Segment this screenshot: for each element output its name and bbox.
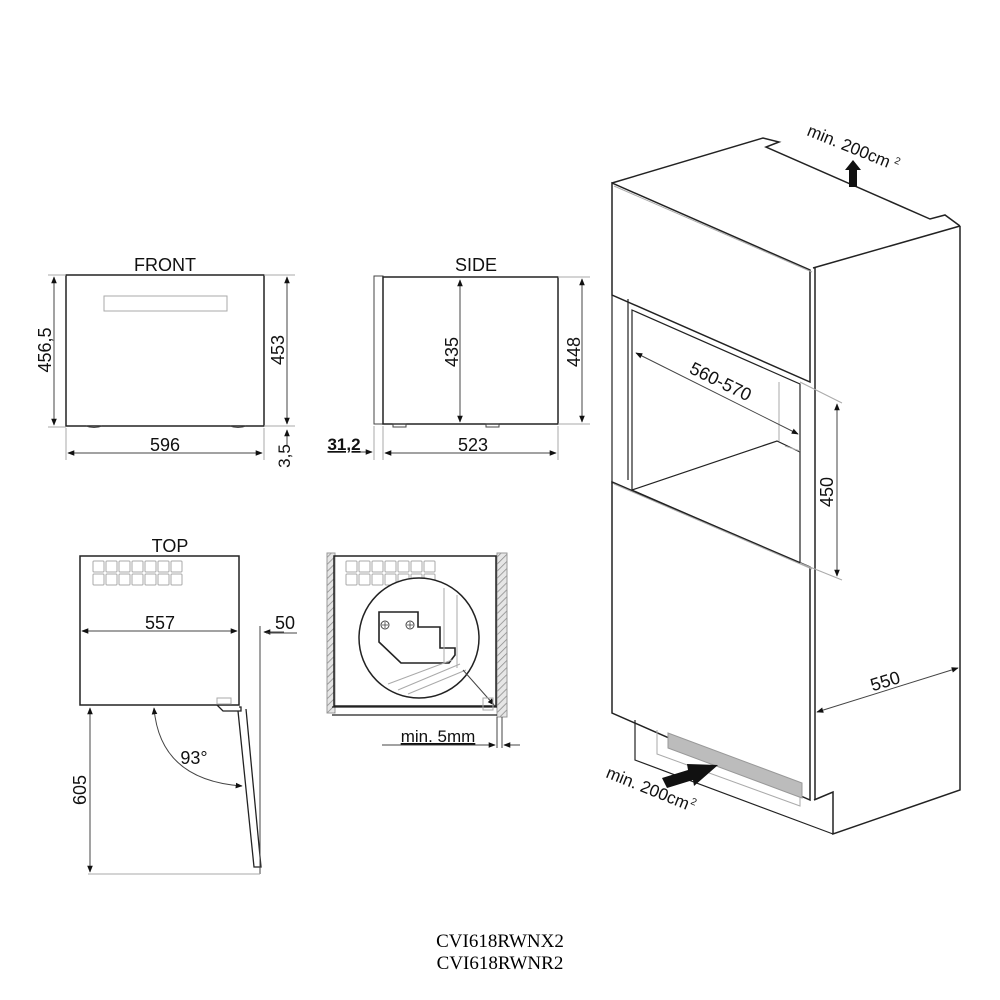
cabinet-depth-dim: 550 xyxy=(868,667,903,695)
front-body xyxy=(65,274,265,427)
vent-grille xyxy=(92,560,183,586)
top-width-dim: 557 xyxy=(145,613,175,633)
side-height-dim: 448 xyxy=(564,337,584,367)
front-foot-dim: 3,5 xyxy=(275,444,294,468)
vent-in-arrow-icon xyxy=(662,764,718,788)
model-number-2: CVI618RWNR2 xyxy=(436,953,564,974)
lower-cabinet-panel xyxy=(611,480,811,802)
top-view: TOP 557 50 605 93° xyxy=(70,536,297,875)
top-clearance-dim: 50 xyxy=(275,613,295,633)
min-gap-dim: min. 5mm xyxy=(401,727,476,746)
front-total-height-dim: 456,5 xyxy=(35,327,55,372)
model-number-1: CVI618RWNX2 xyxy=(436,931,564,952)
top-body xyxy=(79,555,240,706)
installation-detail-view: min. 5mm xyxy=(326,552,520,748)
niche-width-dim: 560-570 xyxy=(687,358,755,405)
isometric-cabinet-view: 560-570 450 550 min. 200cm2 min. 200cm2 xyxy=(604,121,961,836)
display-panel xyxy=(103,295,228,312)
side-view: SIDE 435 448 31,2 523 xyxy=(327,255,590,460)
side-inner-height-dim: 435 xyxy=(442,337,462,367)
front-view: FRONT 456,5 453 3,5 596 xyxy=(35,255,295,468)
front-width-dim: 596 xyxy=(150,435,180,455)
niche-height-dim: 450 xyxy=(817,477,837,507)
door-angle-dim: 93° xyxy=(180,748,207,768)
side-body xyxy=(382,276,559,425)
bottom-ventilation-label: min. 200cm2 xyxy=(604,763,699,816)
top-title: TOP xyxy=(152,536,189,556)
upper-cabinet-panel xyxy=(611,181,811,384)
side-door xyxy=(373,275,384,425)
front-title: FRONT xyxy=(134,255,196,275)
hinge-bracket xyxy=(378,588,467,695)
bottom-vent-grille xyxy=(667,732,803,799)
side-door-thickness-dim: 31,2 xyxy=(327,435,360,454)
side-title: SIDE xyxy=(455,255,497,275)
cabinet-wall xyxy=(496,552,508,718)
wine-cooler-niche xyxy=(631,309,801,564)
front-height-dim: 453 xyxy=(268,335,288,365)
side-depth-dim: 523 xyxy=(458,435,488,455)
vent-up-arrow-icon xyxy=(845,160,861,187)
open-door xyxy=(237,708,262,868)
top-door-depth-dim: 605 xyxy=(70,775,90,805)
